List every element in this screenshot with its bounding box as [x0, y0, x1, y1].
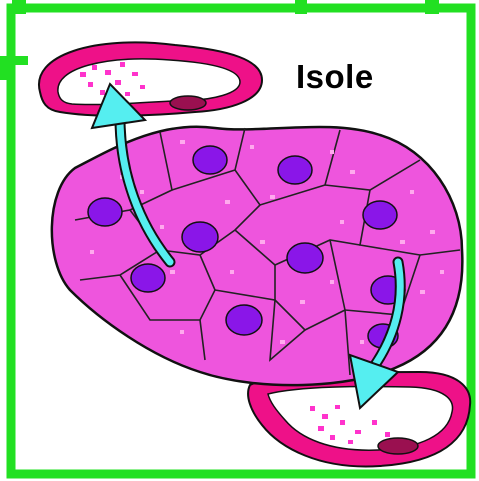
blood-vessel-top [39, 42, 262, 115]
islet-label: Isole [296, 58, 374, 96]
islet-tissue [52, 127, 463, 385]
